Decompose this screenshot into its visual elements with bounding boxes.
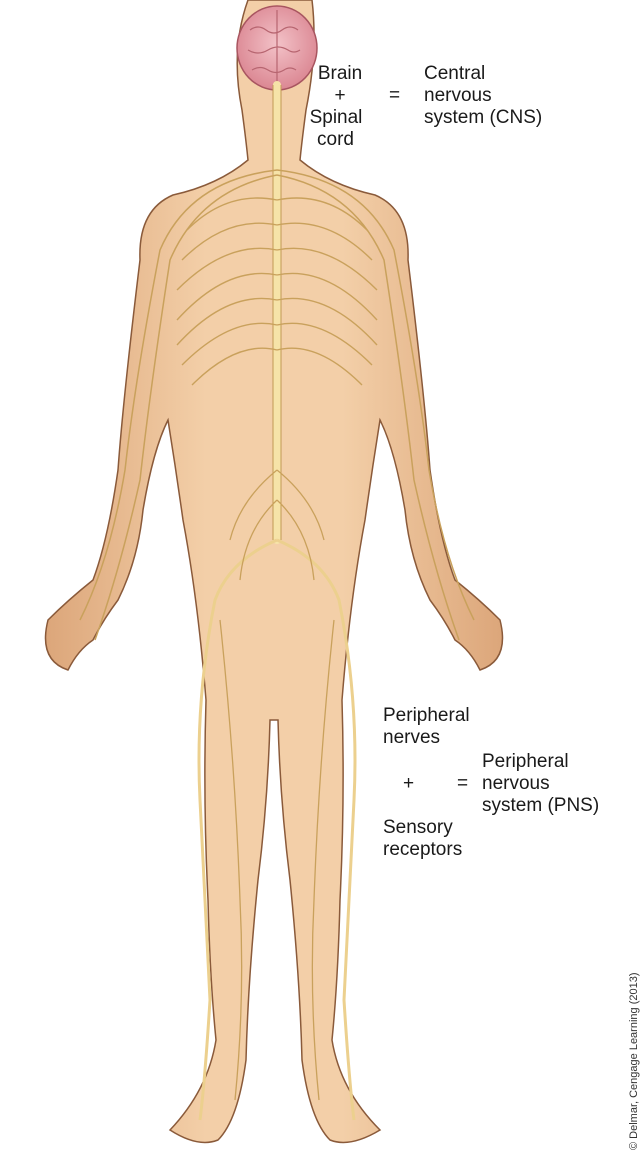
label-peripheral-nerves-1: Peripheral	[383, 705, 470, 727]
label-pns-peripheral: Peripheral	[482, 751, 569, 773]
label-cns-system: system (CNS)	[424, 107, 542, 129]
copyright-credit: © Delmar, Cengage Learning (2013)	[628, 973, 640, 1151]
label-receptors: receptors	[383, 839, 462, 861]
label-peripheral-nerves-2: nerves	[383, 727, 440, 749]
label-sensory: Sensory	[383, 817, 453, 839]
label-pns-system: system (PNS)	[482, 795, 599, 817]
label-pns-plus: +	[403, 773, 414, 795]
label-brain: Brain	[310, 63, 370, 85]
label-pns-nervous: nervous	[482, 773, 550, 795]
label-cns-plus: +	[310, 85, 370, 107]
label-cord: cord	[317, 129, 354, 151]
label-central: Central	[424, 63, 485, 85]
label-cns-nervous: nervous	[424, 85, 492, 107]
label-cns-equals: =	[389, 85, 400, 107]
label-spinal: Spinal	[306, 107, 366, 129]
label-pns-equals: =	[457, 773, 468, 795]
